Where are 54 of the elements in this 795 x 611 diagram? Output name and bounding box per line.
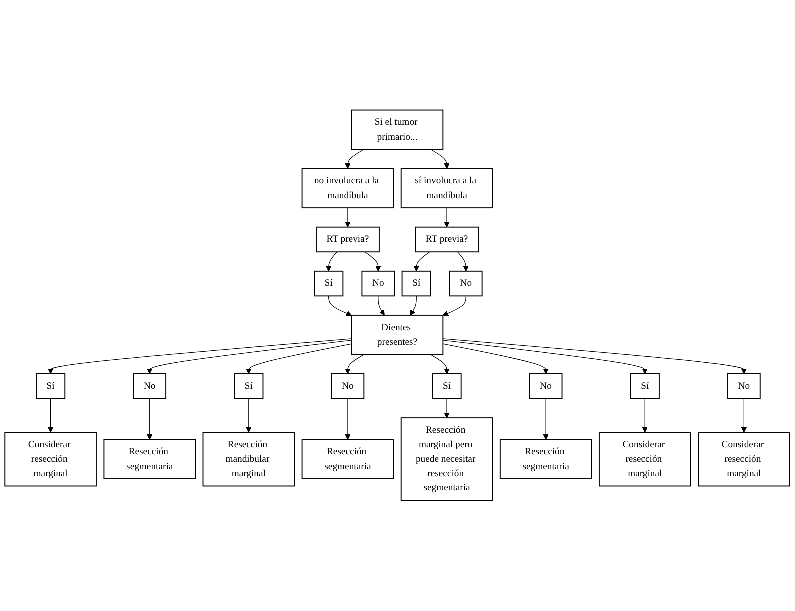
arrow: [430, 149, 450, 170]
arrow: [48, 398, 54, 433]
arrow: [741, 398, 748, 433]
arrow: [642, 398, 648, 433]
arrow: [457, 252, 469, 272]
node-box: Sí: [630, 374, 660, 400]
node-box: Resección marginal pero puede necesitar resección segmentaria: [400, 418, 494, 502]
node-box: Sí: [314, 270, 344, 297]
node-box: Sí: [432, 374, 462, 400]
arrow: [147, 398, 153, 440]
node-box: No: [362, 270, 396, 297]
arrow: [246, 398, 252, 433]
node-box: sí involucra a la mandíbula: [400, 168, 494, 209]
node-box: Sí: [234, 374, 264, 400]
arrow: [414, 252, 430, 272]
arrow: [378, 296, 385, 316]
arrow: [543, 398, 549, 440]
node-box: Resección mandibular marginal: [202, 432, 296, 487]
node-box: Considerar resección marginal: [598, 432, 692, 487]
arrow: [147, 340, 352, 374]
arrow: [410, 296, 417, 316]
arrow: [345, 398, 351, 440]
node-box: Dientes presentes?: [351, 314, 444, 356]
arrow: [430, 354, 450, 374]
node-box: No: [331, 374, 365, 400]
node-box: Sí: [402, 270, 432, 297]
node-box: No: [133, 374, 167, 400]
node-box: Sí: [36, 374, 66, 400]
arrow: [364, 252, 382, 272]
node-box: No: [728, 374, 761, 400]
node-box: Resección segmentaria: [500, 439, 592, 480]
arrow: [326, 252, 338, 272]
node-box: RT previa?: [415, 226, 479, 253]
arrow: [444, 398, 450, 418]
arrow: [442, 338, 748, 374]
arrow: [345, 354, 365, 374]
arrow: [442, 296, 466, 316]
arrow: [444, 208, 450, 228]
node-box: Considerar resección marginal: [698, 432, 790, 487]
node-box: Resección segmentaria: [302, 439, 394, 480]
node-box: Considerar resección marginal: [4, 432, 97, 487]
node-box: no involucra a la mandíbula: [302, 168, 394, 209]
node-box: Si el tumor primario...: [351, 110, 444, 150]
arrow: [48, 338, 352, 374]
node-box: Resección segmentaria: [104, 439, 196, 480]
arrow: [328, 296, 352, 316]
arrow: [442, 340, 648, 374]
node-box: RT previa?: [316, 226, 380, 253]
node-box: No: [449, 270, 483, 297]
node-box: No: [529, 374, 563, 400]
arrow: [442, 344, 549, 374]
arrow: [345, 149, 365, 170]
arrow: [345, 208, 351, 228]
arrow: [246, 344, 352, 374]
